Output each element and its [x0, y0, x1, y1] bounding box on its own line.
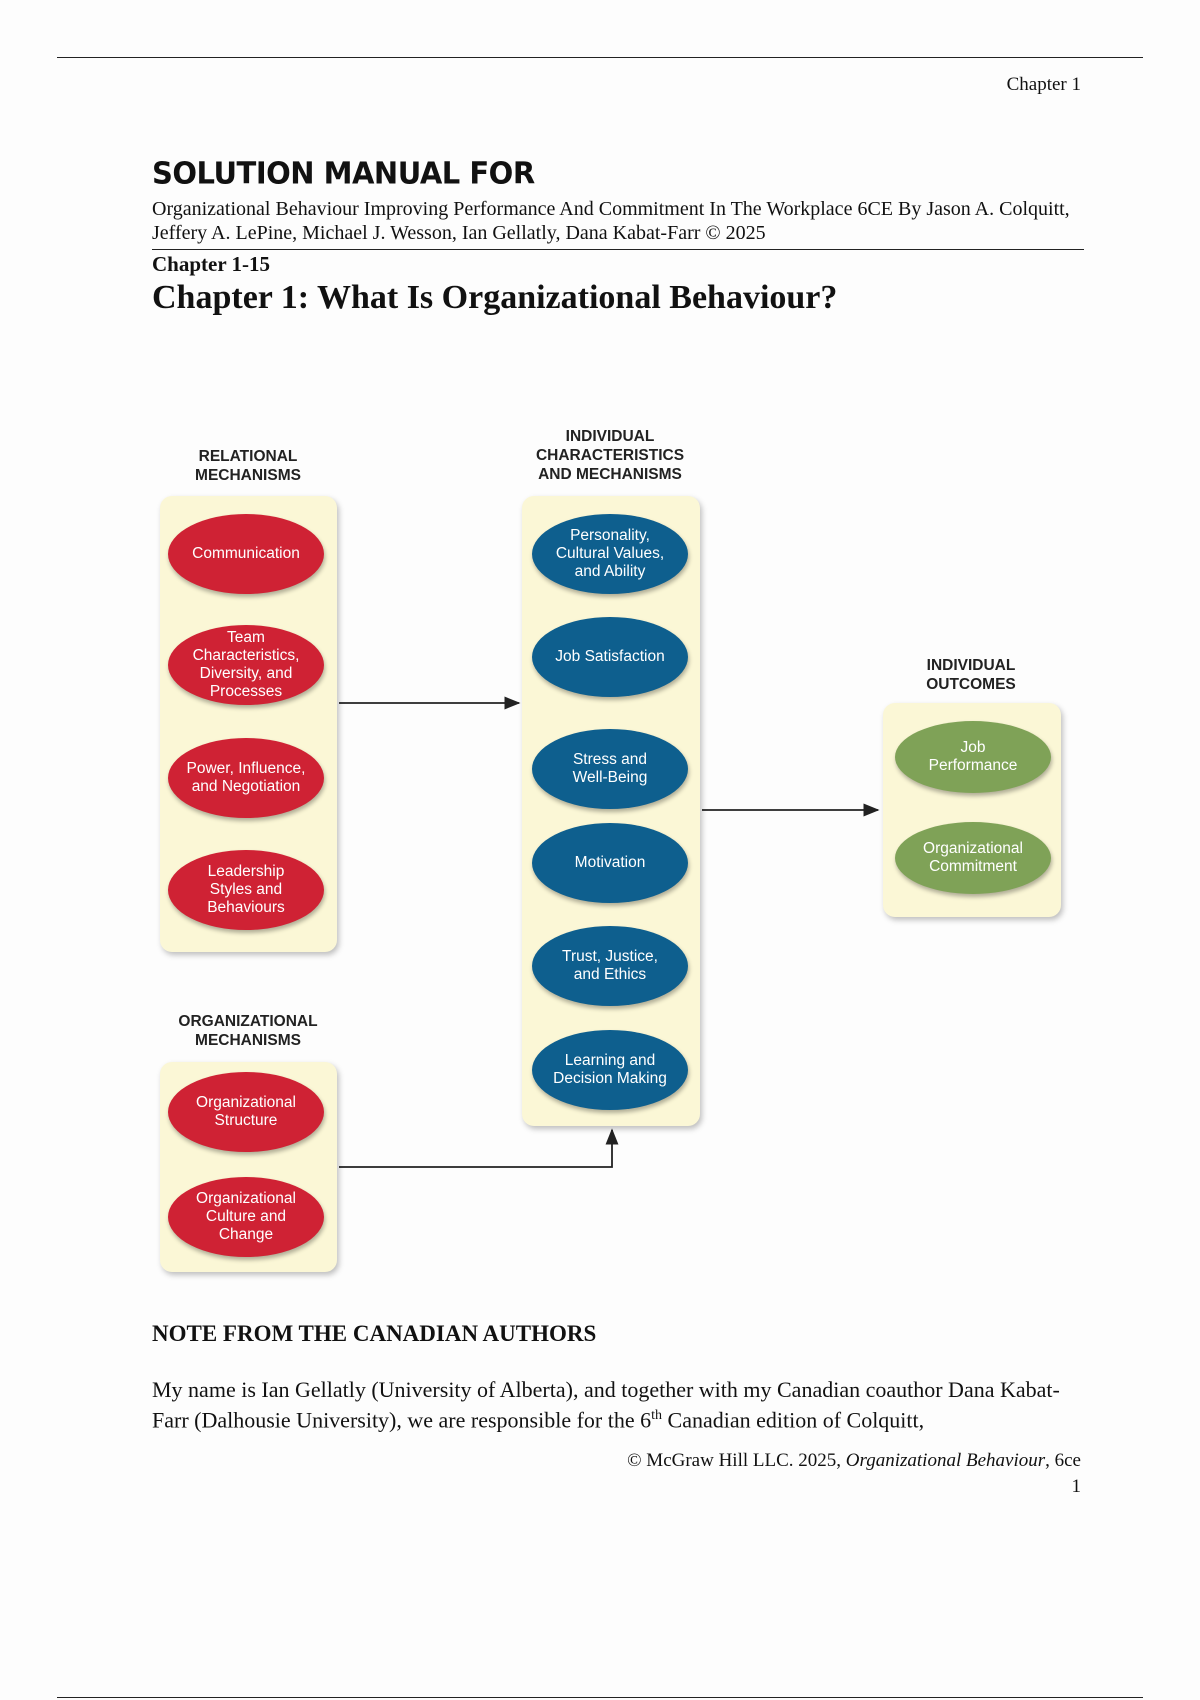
oval-power-influence: Power, Influence, and Negotiation — [168, 738, 324, 818]
oval-job-satisfaction: Job Satisfaction — [532, 617, 688, 697]
relational-mechanisms-title: RELATIONAL MECHANISMS — [195, 448, 301, 484]
book-description: Organizational Behaviour Improving Perfo… — [152, 198, 1070, 244]
oval-organizational-culture: Organizational Culture and Change — [168, 1177, 324, 1257]
individual-characteristics-panel — [522, 496, 700, 1126]
chapter-title: Chapter 1: What Is Organizational Behavi… — [152, 279, 838, 316]
arrow-organizational-to-individual — [339, 1128, 619, 1168]
oval-team-characteristics: Team Characteristics, Diversity, and Pro… — [168, 625, 324, 705]
running-head: Chapter 1 — [1006, 74, 1081, 95]
individual-characteristics-title: INDIVIDUAL CHARACTERISTICS AND MECHANISM… — [535, 428, 685, 483]
oval-leadership: Leadership Styles and Behaviours — [168, 850, 324, 930]
footer-copyright: © McGraw Hill LLC. 2025, Organizational … — [627, 1450, 1081, 1471]
title-rule — [152, 249, 1084, 250]
note-heading: NOTE FROM THE CANADIAN AUTHORS — [152, 1321, 597, 1346]
oval-organizational-commitment: Organizational Commitment — [895, 822, 1051, 894]
page-number: 1 — [1071, 1476, 1082, 1497]
oval-motivation: Motivation — [532, 823, 688, 903]
note-paragraph: My name is Ian Gellatly (University of A… — [152, 1377, 1060, 1433]
oval-communication: Communication — [168, 514, 324, 594]
top-rule — [57, 57, 1143, 58]
chapter-range: Chapter 1-15 — [152, 252, 271, 276]
organizational-mechanisms-title: ORGANIZATIONAL MECHANISMS — [178, 1013, 318, 1049]
oval-organizational-structure: Organizational Structure — [168, 1072, 324, 1152]
bottom-rule — [57, 1697, 1143, 1698]
oval-personality: Personality, Cultural Values, and Abilit… — [532, 514, 688, 594]
oval-learning-decision: Learning and Decision Making — [532, 1030, 688, 1110]
manual-title: SOLUTION MANUAL FOR — [152, 155, 535, 191]
individual-outcomes-title: INDIVIDUAL OUTCOMES — [926, 657, 1016, 693]
oval-job-performance: Job Performance — [895, 721, 1051, 793]
oval-trust-justice-ethics: Trust, Justice, and Ethics — [532, 926, 688, 1006]
oval-stress-well-being: Stress and Well-Being — [532, 729, 688, 809]
